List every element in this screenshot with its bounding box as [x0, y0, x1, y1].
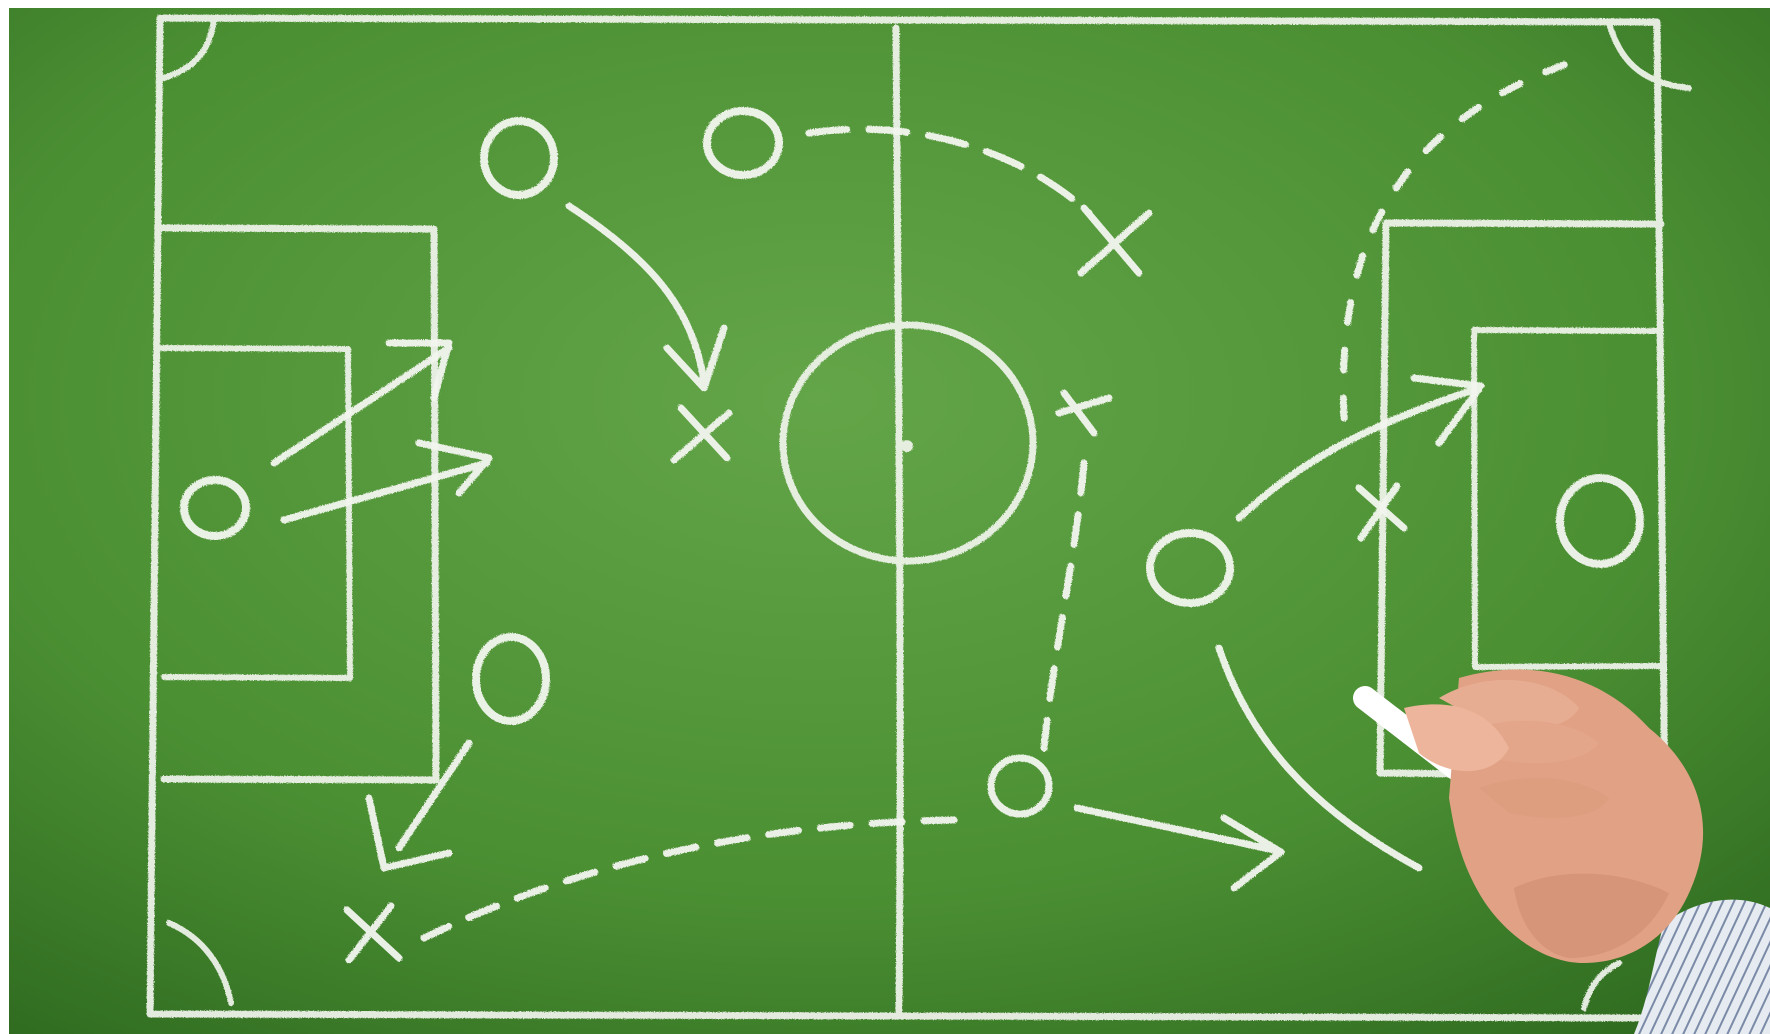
- center-spot: [901, 440, 913, 452]
- chalkboard: [9, 8, 1770, 1034]
- chalkboard-drawing: [9, 8, 1770, 1034]
- halfway-line: [896, 28, 900, 1014]
